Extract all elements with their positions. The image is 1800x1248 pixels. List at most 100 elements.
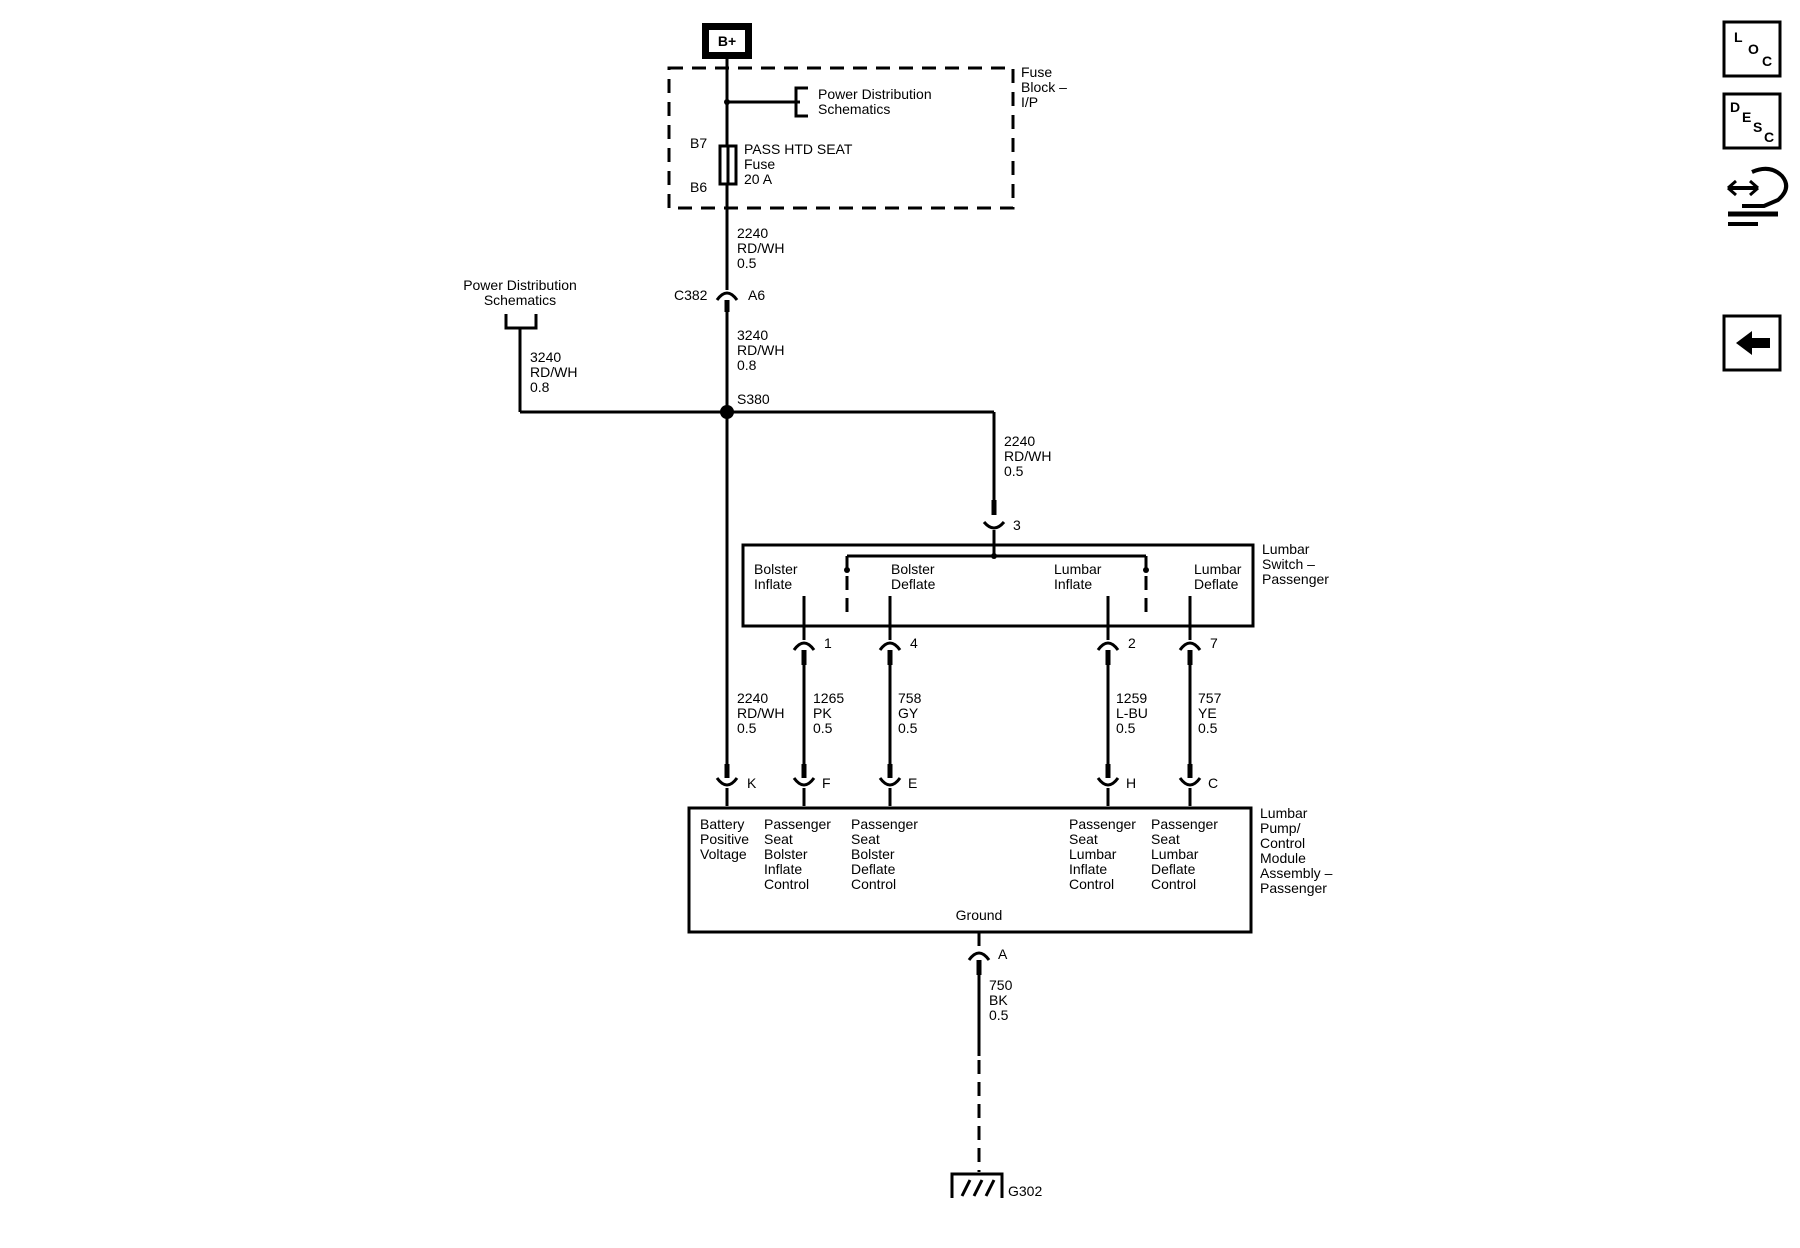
- switch-pin-2: 2: [1128, 635, 1136, 651]
- module-fn-bi-5: Control: [764, 876, 809, 892]
- module-name-1: Lumbar: [1260, 805, 1308, 821]
- back-button[interactable]: [1722, 314, 1782, 372]
- left-ref-2: Schematics: [484, 292, 556, 308]
- connector-hand-button[interactable]: [1727, 166, 1789, 226]
- module-fn-li-5: Control: [1069, 876, 1114, 892]
- module-pin-e: E: [908, 775, 917, 791]
- module-name-3: Control: [1260, 835, 1305, 851]
- back-arrow-icon: [1736, 331, 1770, 355]
- left-pds-reference: Power Distribution Schematics: [463, 277, 727, 414]
- switch-lumbar-deflate-2: Deflate: [1194, 576, 1239, 592]
- wire-ground-1: 750: [989, 977, 1013, 993]
- module-pin-h: H: [1126, 775, 1136, 791]
- module-fn-bi-4: Inflate: [764, 861, 802, 877]
- module-ground-pin: A: [998, 946, 1008, 962]
- switch-pin-4: 4: [910, 635, 918, 651]
- module-fn-ld-3: Lumbar: [1151, 846, 1199, 862]
- wire-batt-2: RD/WH: [737, 705, 784, 721]
- switch-name-2: Switch –: [1262, 556, 1315, 572]
- module-ground-label: Ground: [956, 907, 1003, 923]
- ground-label: G302: [1008, 1183, 1042, 1199]
- svg-text:C: C: [1762, 53, 1772, 69]
- wire-c382-out-1: 3240: [737, 327, 768, 343]
- switch-feed-pin: 3: [1013, 517, 1021, 533]
- svg-text:C: C: [1764, 129, 1774, 145]
- wire-lumbar-deflate-1: 757: [1198, 690, 1222, 706]
- module-fn-bd-1: Passenger: [851, 816, 918, 832]
- module-fn-li-3: Lumbar: [1069, 846, 1117, 862]
- switch-name-1: Lumbar: [1262, 541, 1310, 557]
- fuse-block-name-3: I/P: [1021, 94, 1038, 110]
- wire-pds-left-2: RD/WH: [530, 364, 577, 380]
- wire-ground-2: BK: [989, 992, 1008, 1008]
- switch-pin-7: 7: [1210, 635, 1218, 651]
- supply-label: B+: [718, 33, 736, 49]
- wire-bolster-deflate-3: 0.5: [898, 720, 918, 736]
- module-name-4: Module: [1260, 850, 1306, 866]
- module-fn-batt-1: Battery: [700, 816, 744, 832]
- switch-lumbar-deflate-1: Lumbar: [1194, 561, 1242, 577]
- wire-fuse-out-3: 0.5: [737, 255, 757, 271]
- switch-lumbar-inflate-2: Inflate: [1054, 576, 1092, 592]
- wire-bolster-deflate-1: 758: [898, 690, 922, 706]
- fuse-label-2: Fuse: [744, 156, 775, 172]
- wire-pds-left-1: 3240: [530, 349, 561, 365]
- module-fn-bd-3: Bolster: [851, 846, 895, 862]
- module-fn-batt-2: Positive: [700, 831, 749, 847]
- switch-bolster-deflate-2: Deflate: [891, 576, 936, 592]
- switch-bolster-deflate-1: Bolster: [891, 561, 935, 577]
- wire-fuse-out-2: RD/WH: [737, 240, 784, 256]
- ground-path: A 750 BK 0.5 G302: [950, 932, 1042, 1199]
- wire-ground-3: 0.5: [989, 1007, 1009, 1023]
- module-name-5: Assembly –: [1260, 865, 1333, 881]
- fuse-label-1: PASS HTD SEAT: [744, 141, 853, 157]
- module-pin-c: C: [1208, 775, 1218, 791]
- loc-button[interactable]: L O C: [1722, 20, 1782, 78]
- module-fn-bi-1: Passenger: [764, 816, 831, 832]
- loc-icon: L: [1734, 29, 1743, 45]
- connector-c382-pin: A6: [748, 287, 765, 303]
- module-fn-bd-5: Control: [851, 876, 896, 892]
- wire-to-switch-1: 2240: [1004, 433, 1035, 449]
- module-fn-ld-2: Seat: [1151, 831, 1180, 847]
- svg-text:S: S: [1753, 119, 1762, 135]
- wire-lumbar-inflate-2: L-BU: [1116, 705, 1148, 721]
- fuse-block-ref-2: Schematics: [818, 101, 890, 117]
- module-fn-ld-4: Deflate: [1151, 861, 1196, 877]
- fuse-block-name-1: Fuse: [1021, 64, 1052, 80]
- wire-lumbar-deflate-3: 0.5: [1198, 720, 1218, 736]
- desc-icon: D: [1730, 99, 1740, 115]
- switch-bolster-inflate-1: Bolster: [754, 561, 798, 577]
- battery-supply: B+: [702, 23, 752, 59]
- switch-bolster-inflate-2: Inflate: [754, 576, 792, 592]
- fuse-pin-top: B7: [690, 135, 707, 151]
- fuse-block: Fuse Block – I/P Power Distribution Sche…: [667, 64, 1067, 210]
- wire-to-switch-2: RD/WH: [1004, 448, 1051, 464]
- module-pin-k: K: [747, 775, 757, 791]
- module-fn-bd-2: Seat: [851, 831, 880, 847]
- wire-lumbar-inflate-3: 0.5: [1116, 720, 1136, 736]
- svg-text:O: O: [1748, 41, 1759, 57]
- desc-button[interactable]: D E S C: [1722, 92, 1782, 150]
- fuse-pin-bottom: B6: [690, 179, 707, 195]
- wire-bolster-inflate-1: 1265: [813, 690, 844, 706]
- left-ref-1: Power Distribution: [463, 277, 577, 293]
- module-fn-ld-5: Control: [1151, 876, 1196, 892]
- svg-text:E: E: [1742, 109, 1751, 125]
- wire-c382-out-2: RD/WH: [737, 342, 784, 358]
- wire-lumbar-deflate-2: YE: [1198, 705, 1217, 721]
- wire-fuse-out-1: 2240: [737, 225, 768, 241]
- module-fn-bi-2: Seat: [764, 831, 793, 847]
- switch-name-3: Passenger: [1262, 571, 1329, 587]
- module-connectors: K F E H C: [715, 764, 1218, 806]
- module-fn-li-1: Passenger: [1069, 816, 1136, 832]
- connector-c382-name: C382: [674, 287, 708, 303]
- wire-bolster-deflate-2: GY: [898, 705, 919, 721]
- lumbar-switch: Lumbar Switch – Passenger Bolster Inflat…: [741, 541, 1329, 628]
- fuse-label-3: 20 A: [744, 171, 773, 187]
- wire-batt-1: 2240: [737, 690, 768, 706]
- wire-c382-out-3: 0.8: [737, 357, 757, 373]
- module-fn-bi-3: Bolster: [764, 846, 808, 862]
- wire-pds-left-3: 0.8: [530, 379, 550, 395]
